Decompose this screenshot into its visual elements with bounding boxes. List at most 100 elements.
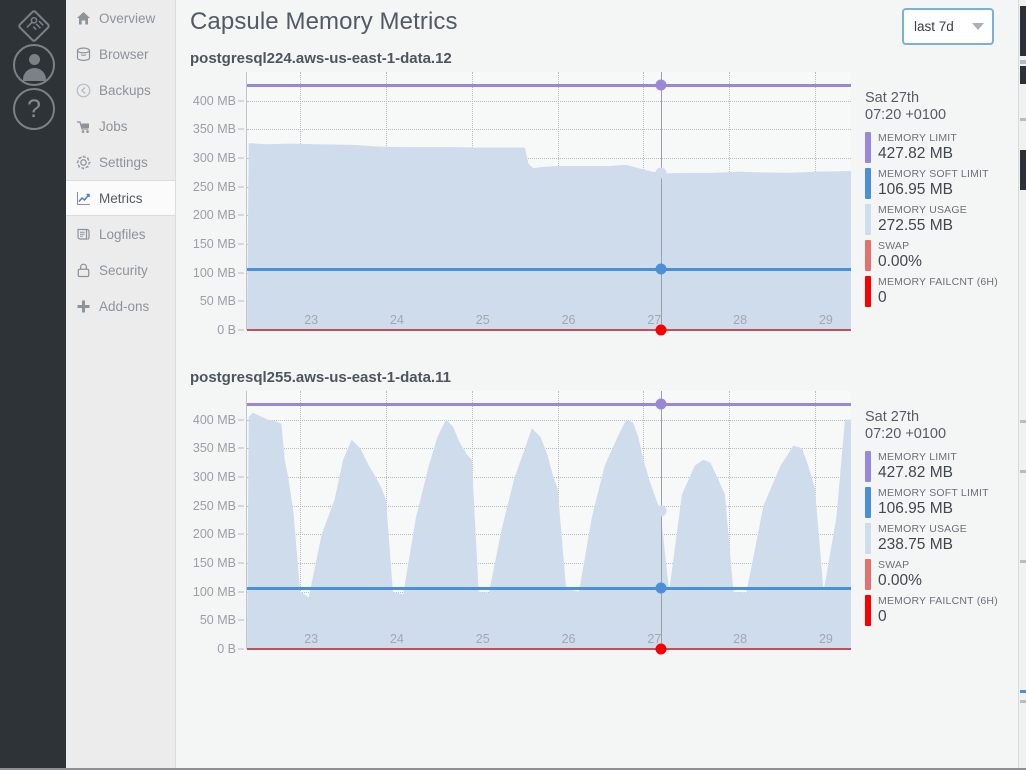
sidebar-item-backups[interactable]: Backups xyxy=(66,72,175,108)
y-axis-tick-mark xyxy=(238,476,244,478)
legend-color-swatch xyxy=(865,132,871,163)
x-axis-tick-label: 26 xyxy=(561,632,576,646)
x-axis-tick-label: 25 xyxy=(475,632,490,646)
window-bottom-edge xyxy=(0,768,1026,770)
gridline-horizontal xyxy=(247,419,851,421)
x-axis-tick-label: 29 xyxy=(818,632,833,646)
memory-limit-cursor-dot xyxy=(655,79,667,91)
help-glyph: ? xyxy=(27,94,41,123)
x-axis-tick-label: 25 xyxy=(475,313,490,327)
legend-metric-value: 272.55 MB xyxy=(878,217,953,234)
sidebar-item-security[interactable]: Security xyxy=(66,252,175,288)
gridline-horizontal xyxy=(247,100,851,102)
y-axis-tick-label: 250 MB xyxy=(192,179,236,194)
gridline-horizontal xyxy=(247,448,851,450)
y-axis-tick-mark xyxy=(238,533,244,535)
sidebar-item-overview[interactable]: Overview xyxy=(66,0,175,36)
y-axis-tick-mark xyxy=(238,505,244,507)
y-axis-tick-mark xyxy=(238,562,244,564)
sidebar-item-label: Logfiles xyxy=(99,226,146,242)
y-axis-spine xyxy=(246,72,247,330)
background-window-sliver xyxy=(1018,0,1026,770)
user-avatar-icon[interactable] xyxy=(13,44,55,86)
legend-time: 07:20 +0100 xyxy=(865,426,947,442)
x-axis-tick-label: 29 xyxy=(818,313,833,327)
gridline-horizontal xyxy=(247,158,851,159)
sidebar-item-add-ons[interactable]: Add-ons xyxy=(66,288,175,324)
cursor-crosshair[interactable] xyxy=(660,72,662,330)
sidebar-item-label: Settings xyxy=(99,154,148,170)
y-axis-tick-label: 150 MB xyxy=(192,237,236,251)
memory-limit-cursor-dot xyxy=(655,398,667,410)
gridline-horizontal xyxy=(247,129,851,131)
legend-metric-value: 106.95 MB xyxy=(878,181,953,198)
chip-logo-icon[interactable] xyxy=(14,6,54,46)
sidebar-item-browser[interactable]: Browser xyxy=(66,36,175,72)
y-axis-tick-label: 200 MB xyxy=(192,208,236,223)
x-axis-tick-label: 26 xyxy=(561,313,576,327)
x-axis-tick-label: 24 xyxy=(389,313,404,327)
swap-zero-line xyxy=(247,329,851,331)
chevron-down-icon xyxy=(972,23,984,30)
y-axis-tick-label: 100 MB xyxy=(192,584,236,599)
sidebar-item-logfiles[interactable]: Logfiles xyxy=(66,216,175,252)
legend-metric-name: MEMORY USAGE xyxy=(878,204,967,216)
chart-line-icon xyxy=(75,190,92,207)
y-axis-tick-label: 50 MB xyxy=(199,294,236,309)
legend-color-swatch xyxy=(865,240,871,271)
sidebar-item-label: Metrics xyxy=(99,190,143,206)
sidebar-nav: Overview Browser Backups xyxy=(66,0,176,770)
sidebar-item-jobs[interactable]: Jobs xyxy=(66,108,175,144)
sidebar-item-label: Security xyxy=(99,262,148,278)
scroll-icon xyxy=(75,226,92,243)
memory-usage-cursor-dot xyxy=(655,505,667,517)
legend-color-swatch xyxy=(865,559,871,590)
gridline-vertical xyxy=(729,391,731,649)
legend-metric-name: MEMORY USAGE xyxy=(878,523,967,535)
y-axis-tick-label: 250 MB xyxy=(192,498,236,513)
x-axis-tick-label: 28 xyxy=(733,632,748,646)
legend-color-swatch xyxy=(865,487,871,518)
memory-soft-limit-line xyxy=(247,586,851,590)
help-question-icon[interactable]: ? xyxy=(13,88,55,130)
cursor-crosshair[interactable] xyxy=(660,391,662,649)
legend-text-column: MEMORY FAILCNT (6H)0 xyxy=(878,276,998,307)
sidebar-item-metrics[interactable]: Metrics xyxy=(66,180,175,216)
legend-metric-name: MEMORY LIMIT xyxy=(878,132,958,144)
swap-zero-line xyxy=(247,648,851,650)
main-content: Capsule Memory Metrics last 7d postgresq… xyxy=(177,0,1018,770)
x-axis-tick-label: 23 xyxy=(304,313,319,327)
y-axis-tick-mark xyxy=(238,186,244,188)
legend-metric-name: MEMORY SOFT LIMIT xyxy=(878,168,989,180)
legend-row: MEMORY FAILCNT (6H)0 xyxy=(865,276,1018,307)
x-axis-tick-label: 28 xyxy=(733,313,748,327)
sidebar-item-settings[interactable]: Settings xyxy=(66,144,175,180)
sidebar-item-label: Overview xyxy=(99,10,156,26)
y-axis-tick-mark xyxy=(238,100,244,102)
legend-metric-name: SWAP xyxy=(878,240,910,252)
y-axis-tick-label: 200 MB xyxy=(192,527,236,542)
chart-title: postgresql224.aws-us-east-1-data.12 xyxy=(190,50,452,67)
time-range-value: last 7d xyxy=(914,19,954,34)
time-range-select[interactable]: last 7d xyxy=(902,8,994,45)
chart-title: postgresql255.aws-us-east-1-data.11 xyxy=(190,369,451,386)
plot-area[interactable]: 23 24 25 26 27 28 29 xyxy=(246,72,851,336)
y-axis-tick-mark xyxy=(238,214,244,216)
x-axis-tick-label: 27 xyxy=(647,313,662,327)
y-axis-tick-label: 350 MB xyxy=(192,122,236,137)
legend-date: Sat 27th xyxy=(865,90,920,106)
